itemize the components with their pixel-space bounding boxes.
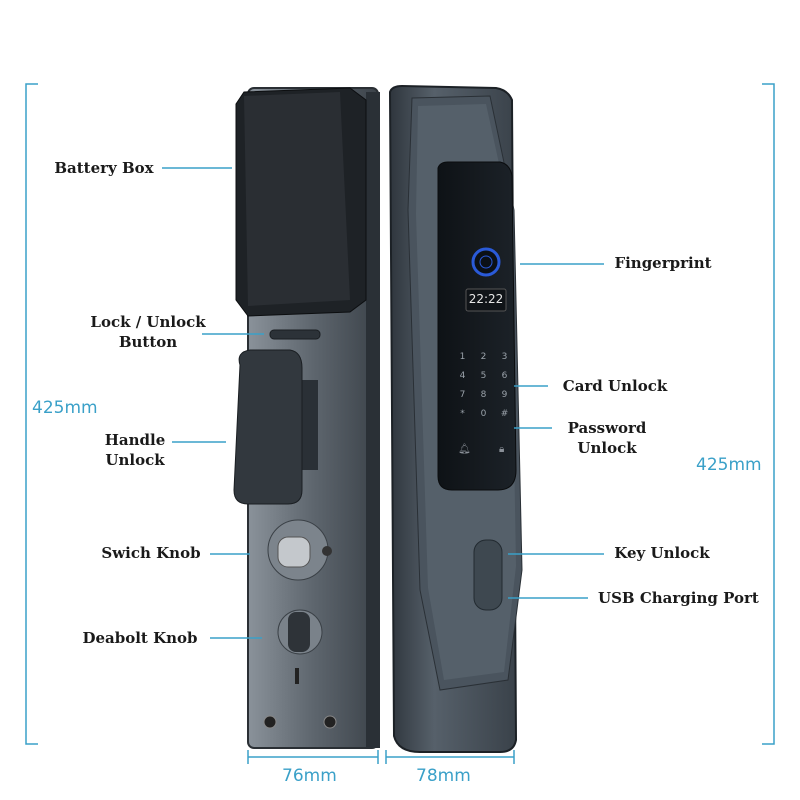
keypad-key[interactable]: # xyxy=(500,409,509,419)
dimension-width-outer: 78mm xyxy=(416,766,471,786)
keypad-key[interactable]: 5 xyxy=(480,371,487,381)
dimension-height-right: 425mm xyxy=(696,455,762,475)
label-deadbolt-knob: Deabolt Knob xyxy=(82,629,198,647)
dimension-width-inner: 76mm xyxy=(282,766,337,786)
fingerprint-sensor[interactable] xyxy=(471,247,501,277)
label-card-unlock: Card Unlock xyxy=(562,377,668,395)
label-password-unlock: Password Unlock xyxy=(567,419,647,457)
keypad-key[interactable]: 9 xyxy=(501,390,508,400)
deadbolt-knob[interactable] xyxy=(277,609,323,684)
lock-unlock-button[interactable] xyxy=(269,329,321,340)
label-usb-port: USB Charging Port xyxy=(598,589,759,607)
label-lock-unlock-button: Lock / Unlock Button xyxy=(90,313,206,351)
lock-icon[interactable]: 🔒︎ xyxy=(499,444,505,455)
dimension-lines xyxy=(25,83,775,764)
battery-box xyxy=(235,87,367,317)
keypad-key[interactable]: 4 xyxy=(459,371,466,381)
label-key-unlock: Key Unlock xyxy=(614,544,710,562)
keypad-key[interactable]: 0 xyxy=(480,409,487,419)
bell-icon[interactable]: 🔔︎ xyxy=(458,444,471,455)
keypad-key[interactable]: 3 xyxy=(501,352,508,362)
screw-icon xyxy=(263,715,277,729)
keypad-key[interactable]: 2 xyxy=(480,352,487,362)
outer-lock-body xyxy=(388,84,523,753)
label-fingerprint: Fingerprint xyxy=(614,254,712,272)
label-battery-box: Battery Box xyxy=(54,159,154,177)
keypad-key[interactable]: 7 xyxy=(459,390,466,400)
keypad[interactable]: 1 2 3 4 5 6 7 8 9 * 0 # xyxy=(452,350,516,421)
switch-knob[interactable] xyxy=(267,519,332,581)
handle[interactable] xyxy=(233,349,318,505)
screw-icon xyxy=(323,715,337,729)
time-display xyxy=(465,288,507,312)
label-switch-knob: Swich Knob xyxy=(101,544,201,562)
keypad-key[interactable]: 6 xyxy=(501,371,508,381)
label-handle-unlock: Handle Unlock xyxy=(104,431,166,469)
inner-lock-body xyxy=(233,87,380,749)
leader-lines xyxy=(162,167,604,639)
keypad-key[interactable]: 8 xyxy=(480,390,487,400)
keypad-key[interactable]: * xyxy=(460,409,465,419)
keypad-key[interactable]: 1 xyxy=(459,352,466,362)
time-display-text: 22:22 xyxy=(468,292,504,306)
dimension-height-left: 425mm xyxy=(32,398,98,418)
key-unlock-cover[interactable] xyxy=(473,539,503,611)
control-panel xyxy=(437,161,517,491)
